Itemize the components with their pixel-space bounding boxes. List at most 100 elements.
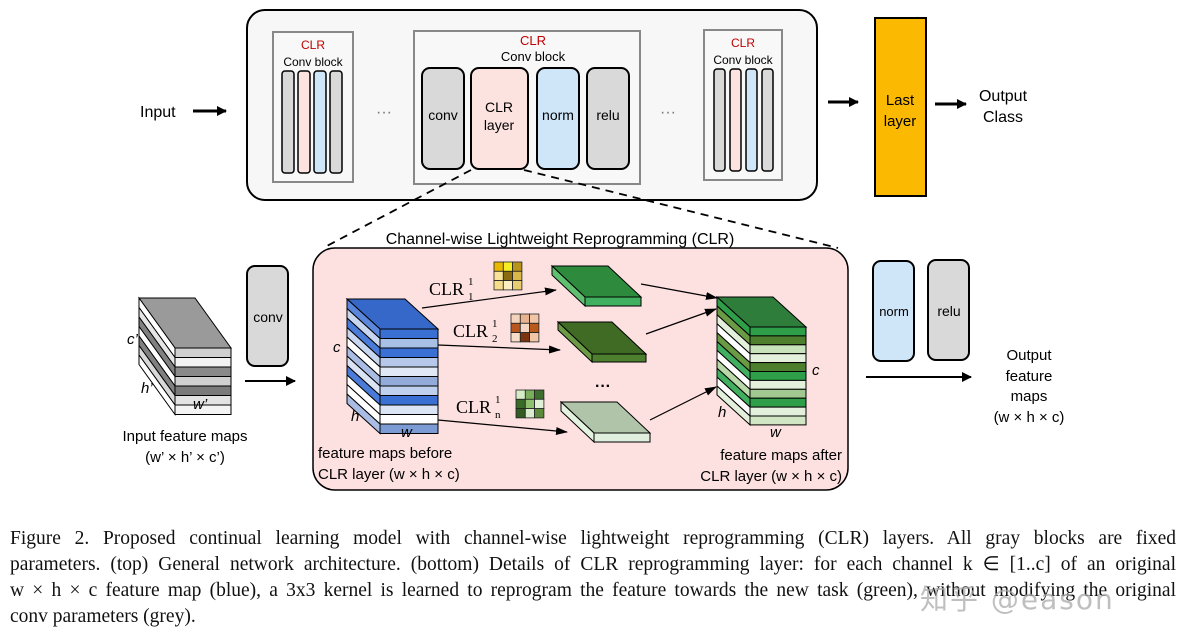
clr-bar xyxy=(729,68,742,172)
cube-layer xyxy=(379,347,439,358)
kernel-cell xyxy=(515,408,526,419)
cube-side-layer xyxy=(138,353,176,417)
output-class-line1: Output xyxy=(979,88,1028,105)
kernel-cell xyxy=(524,389,535,400)
clr-n-sub: n xyxy=(495,409,501,421)
relu-layer-bottom xyxy=(927,259,970,361)
cube-layer xyxy=(379,414,439,425)
kernel-cell xyxy=(534,408,545,419)
cube-layer xyxy=(749,335,807,346)
conv-block-small-right: CLR Conv block xyxy=(703,29,783,181)
clr-2-sup: 1 xyxy=(492,318,498,330)
cube-side-layer xyxy=(346,392,381,435)
kernel-cell xyxy=(493,261,504,272)
clr-bar xyxy=(297,70,311,174)
after-caption-line2: CLR layer (w × h × c) xyxy=(700,468,842,485)
cube-layer xyxy=(749,388,807,399)
conv-layer-label: conv xyxy=(428,107,458,123)
clr-1-sub: 1 xyxy=(468,291,474,303)
architecture-diagram: Input CLR Conv block ··· CLR Conv block … xyxy=(122,9,1064,491)
after-h-label: h xyxy=(718,404,726,421)
norm-bar xyxy=(313,70,327,174)
kernel-cell xyxy=(510,313,521,324)
input-feature-maps-cube xyxy=(138,296,232,417)
clr-layer xyxy=(470,67,529,170)
kernel-cell xyxy=(510,332,521,343)
top-panel: Input CLR Conv block ··· CLR Conv block … xyxy=(140,9,1028,201)
reprogrammed-slab-1 xyxy=(550,264,643,308)
relu-layer xyxy=(586,67,630,170)
cube-layer xyxy=(749,344,807,355)
input-maps-caption-line2: (w’ × h’ × c’) xyxy=(145,449,225,466)
ellipsis-right: ··· xyxy=(660,104,676,121)
bottom-panel: c’ h’ w’ Input feature maps (w’ × h’ × c… xyxy=(122,231,1064,491)
caption-line-3: w × h × c feature map (blue), a 3x3 kern… xyxy=(10,580,1176,601)
arrow-slab-1-to-after xyxy=(640,283,718,300)
relu-bar xyxy=(329,70,343,174)
output-maps-line2: feature xyxy=(1006,368,1053,385)
kernel-cell xyxy=(529,322,540,333)
kernel-cell xyxy=(493,270,504,281)
relu-bar xyxy=(761,68,774,172)
clr-2-label: CLR xyxy=(453,321,488,341)
kernel-grid-1 xyxy=(493,261,523,291)
output-class-line2: Class xyxy=(983,109,1023,126)
clr-kernel-label-1: CLR 1 1 xyxy=(429,276,474,303)
caption-line-4: conv parameters (grey). xyxy=(10,606,196,627)
kernel-cell xyxy=(512,270,523,281)
kernel-grid-n xyxy=(515,389,545,419)
cube-layer xyxy=(379,395,439,406)
input-label: Input xyxy=(140,104,176,121)
norm-layer-bottom-label: norm xyxy=(879,304,909,319)
clr-label: CLR xyxy=(301,38,325,52)
input-c-label: c’ xyxy=(127,331,139,348)
feature-maps-before-cube xyxy=(345,297,440,435)
clr-2-sub: 2 xyxy=(492,333,498,345)
cube-layer xyxy=(174,357,232,368)
cube-layer xyxy=(749,362,807,373)
before-h-label: h xyxy=(351,408,359,425)
cube-layer xyxy=(379,376,439,387)
kernel-cell xyxy=(519,313,530,324)
cube-layer xyxy=(379,385,439,396)
cube-layer xyxy=(174,347,232,358)
norm-bar xyxy=(745,68,758,172)
kernel-cell xyxy=(510,322,521,333)
conv-bar xyxy=(281,70,295,174)
cube-layer xyxy=(749,326,807,337)
cube-side-layer xyxy=(716,384,751,427)
cube-layer xyxy=(379,404,439,415)
zoom-line-right xyxy=(523,169,839,249)
kernel-cell xyxy=(512,261,523,272)
relu-layer-label: relu xyxy=(596,107,619,123)
cube-layer xyxy=(174,376,232,387)
conv-layer-bottom xyxy=(246,265,289,367)
conv-block-small-left: CLR Conv block xyxy=(272,31,354,183)
kernel-cell xyxy=(529,332,540,343)
cube-layer xyxy=(379,338,439,349)
clr-label: CLR xyxy=(520,33,546,48)
reprogrammed-slab-2 xyxy=(556,320,648,364)
clr-1-sup: 1 xyxy=(468,276,474,288)
norm-layer xyxy=(536,67,580,170)
figure-caption: Figure 2. Proposed continual learning mo… xyxy=(10,526,1176,630)
conv-block-title: Conv block xyxy=(501,49,566,64)
cube-layer xyxy=(174,366,232,377)
before-w-label: w xyxy=(401,424,413,441)
kernel-cell xyxy=(502,270,513,281)
before-caption-line1: feature maps before xyxy=(318,445,452,462)
relu-layer-bottom-label: relu xyxy=(937,303,960,319)
after-c-label: c xyxy=(812,362,820,379)
arrow-to-slab-2 xyxy=(437,344,561,354)
input-h-label: h’ xyxy=(141,380,153,397)
conv-layer xyxy=(421,67,465,170)
kernel-cell xyxy=(519,332,530,343)
clr-1-label: CLR xyxy=(429,279,464,299)
clr-n-sup: 1 xyxy=(495,394,501,406)
arrow-to-slab-n xyxy=(437,419,568,435)
kernel-cell xyxy=(529,313,540,324)
arrow-slab-2-to-after xyxy=(645,308,717,335)
norm-layer-bottom xyxy=(872,260,915,362)
cube-layer xyxy=(379,357,439,368)
slab-ellipsis: ··· xyxy=(595,378,611,395)
